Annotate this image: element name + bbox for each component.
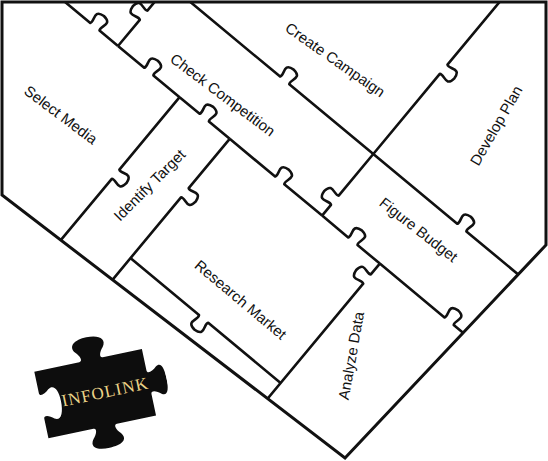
- piece-body: [30, 322, 179, 459]
- logo-piece: INFOLINK: [18, 321, 179, 461]
- step-label: Develop Plan: [466, 80, 529, 170]
- puzzle-cut: [0, 0, 118, 46]
- step-label: Figure Budget: [374, 192, 463, 267]
- puzzle-piece: Develop Plan: [466, 80, 529, 171]
- puzzle-piece: Select Media: [18, 80, 102, 150]
- step-label: Identify Target: [109, 144, 191, 226]
- puzzle-cut: [252, 264, 380, 418]
- puzzle-cut: [373, 154, 539, 292]
- puzzle-cut: [230, 139, 322, 216]
- puzzle-cut: [322, 216, 380, 264]
- step-label: Analyze Data: [335, 308, 369, 403]
- puzzle-piece: Research Market: [189, 255, 292, 346]
- puzzle-cut: [380, 264, 503, 366]
- puzzle-cut: [322, 154, 374, 216]
- step-label: Research Market: [189, 255, 291, 345]
- puzzle-piece: Analyze Data: [335, 307, 370, 403]
- puzzle-cut: [118, 0, 169, 46]
- step-label: Select Media: [18, 80, 102, 149]
- puzzle-piece: Figure Budget: [374, 192, 464, 268]
